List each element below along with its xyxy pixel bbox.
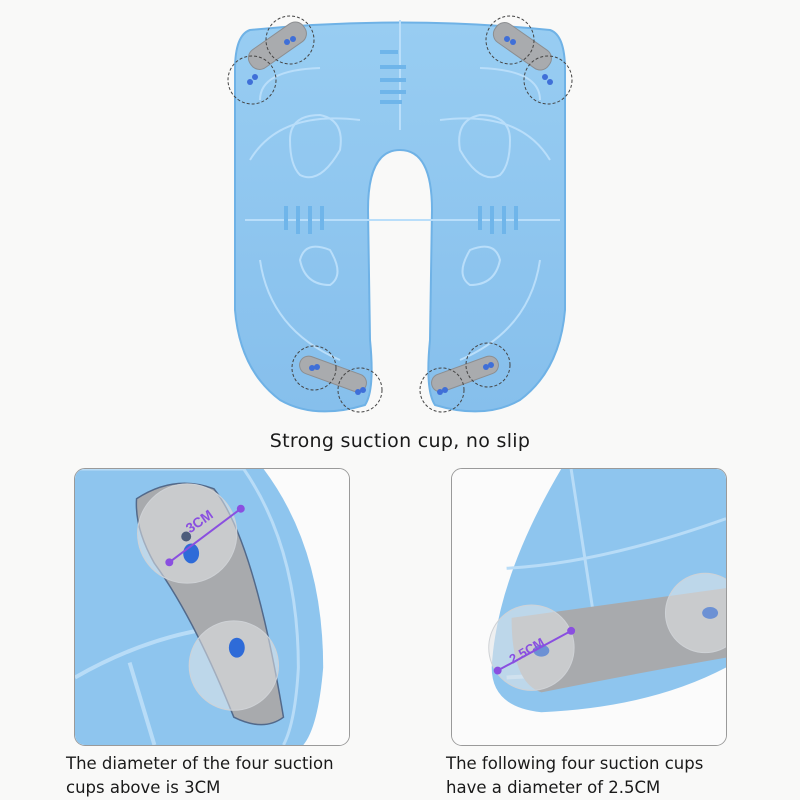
caption-right-line1: The following four suction cups: [446, 754, 704, 773]
suction-cup-3cm-closeup: 3CM: [75, 469, 349, 745]
headline-caption: Strong suction cup, no slip: [269, 430, 531, 452]
potty-seat-illustration: [227, 15, 573, 413]
caption-left: The diameter of the four suction cups ab…: [66, 752, 386, 800]
potty-seat-image: [220, 10, 580, 420]
suction-cup-2-5cm-closeup: 2.5CM: [452, 469, 726, 745]
caption-left-line1: The diameter of the four suction: [66, 754, 334, 773]
closeup-panel-3cm: 3CM: [74, 468, 350, 746]
caption-left-line2: cups above is 3CM: [66, 778, 221, 797]
caption-right: The following four suction cups have a d…: [446, 752, 776, 800]
closeup-panel-2-5cm: 2.5CM: [451, 468, 727, 746]
caption-right-line2: have a diameter of 2.5CM: [446, 778, 661, 797]
